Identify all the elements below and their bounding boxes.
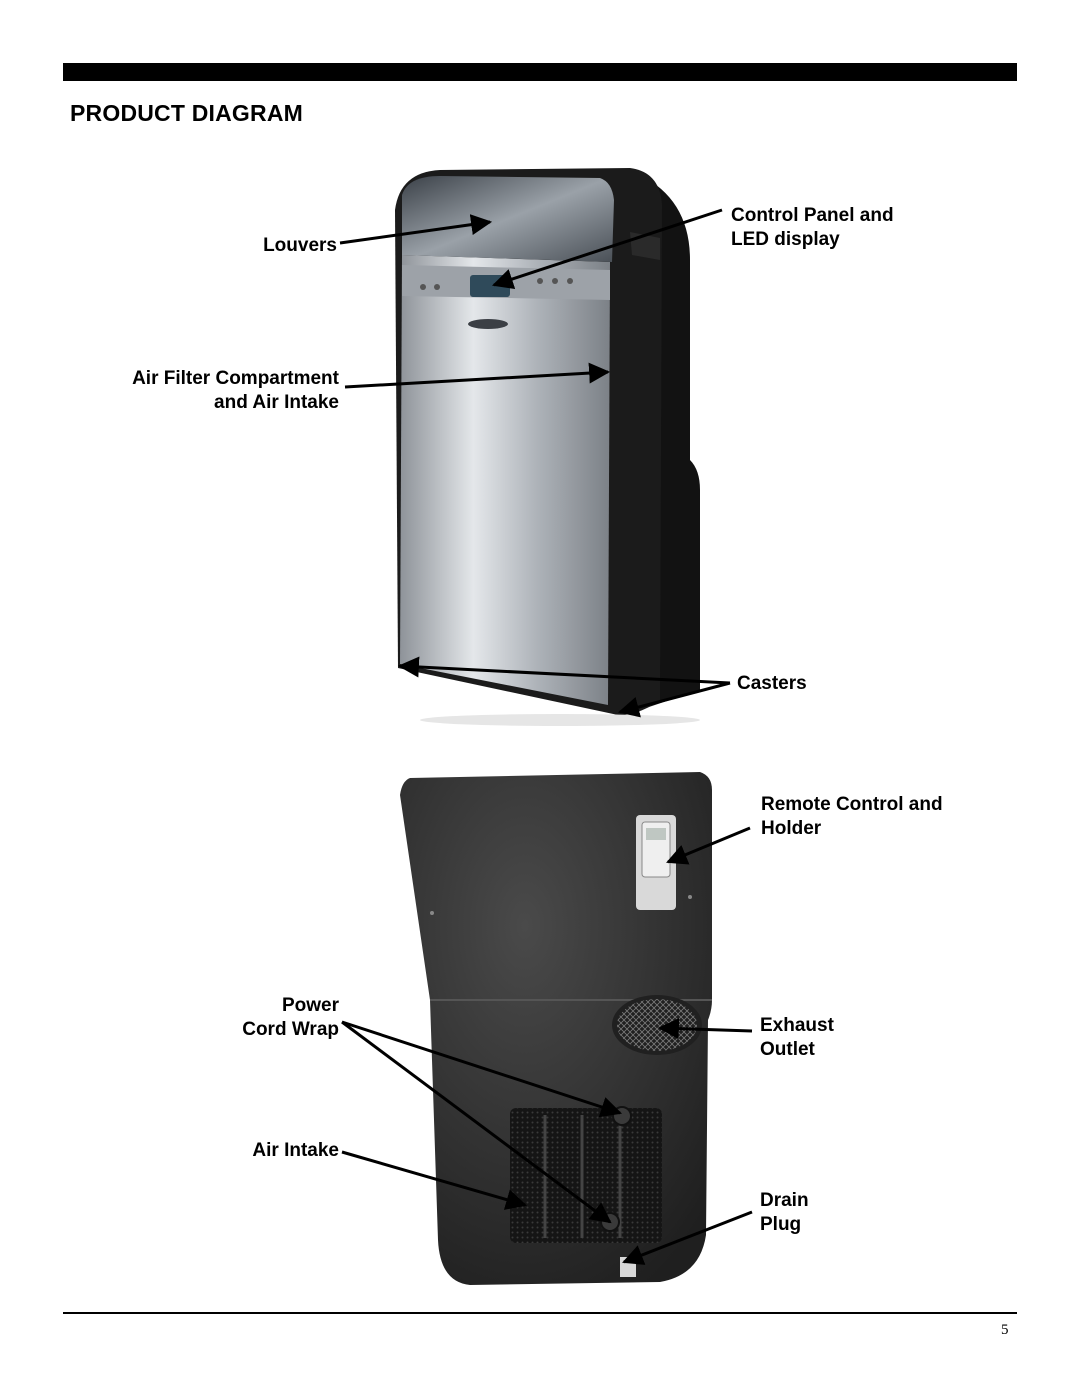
- label-casters: Casters: [737, 673, 807, 694]
- label-control-panel: Control Panel and LED display: [731, 205, 894, 250]
- brand-badge: [468, 319, 508, 329]
- control-panel-arrow: [492, 208, 723, 290]
- footer-rule: [63, 1312, 1017, 1314]
- air-filter-arrow: [344, 362, 611, 389]
- casters-arrow-left: [397, 656, 731, 685]
- label-air-intake: Air Intake: [252, 1140, 339, 1161]
- air-intake-grille: [510, 1108, 662, 1243]
- label-remote-control: Remote Control and Holder: [761, 794, 943, 839]
- drain-plug-arrow: [622, 1210, 753, 1265]
- power-cord-arrow-lower: [341, 1020, 612, 1224]
- leader-arrows: [339, 208, 753, 1265]
- label-power-cord-wrap: Power Cord Wrap: [242, 995, 339, 1040]
- louvers-arrow: [339, 214, 493, 245]
- front-unit-illustration: [395, 168, 700, 726]
- label-drain-plug: Drain Plug: [760, 1190, 809, 1235]
- back-unit-illustration: [400, 772, 712, 1285]
- label-exhaust-outlet: Exhaust Outlet: [760, 1015, 834, 1060]
- header-rule: [63, 63, 1017, 81]
- power-cord-arrow-upper: [341, 1020, 622, 1118]
- page-title: PRODUCT DIAGRAM: [70, 100, 303, 126]
- remote-control-arrow: [666, 826, 751, 865]
- led-display: [470, 275, 510, 297]
- exhaust-outlet-arrow: [657, 1018, 753, 1040]
- label-air-filter: Air Filter Compartment and Air Intake: [132, 368, 339, 413]
- page-number: 5: [1001, 1322, 1009, 1338]
- casters-arrow-right: [617, 681, 731, 718]
- air-intake-arrow: [341, 1150, 528, 1210]
- label-louvers: Louvers: [263, 235, 337, 256]
